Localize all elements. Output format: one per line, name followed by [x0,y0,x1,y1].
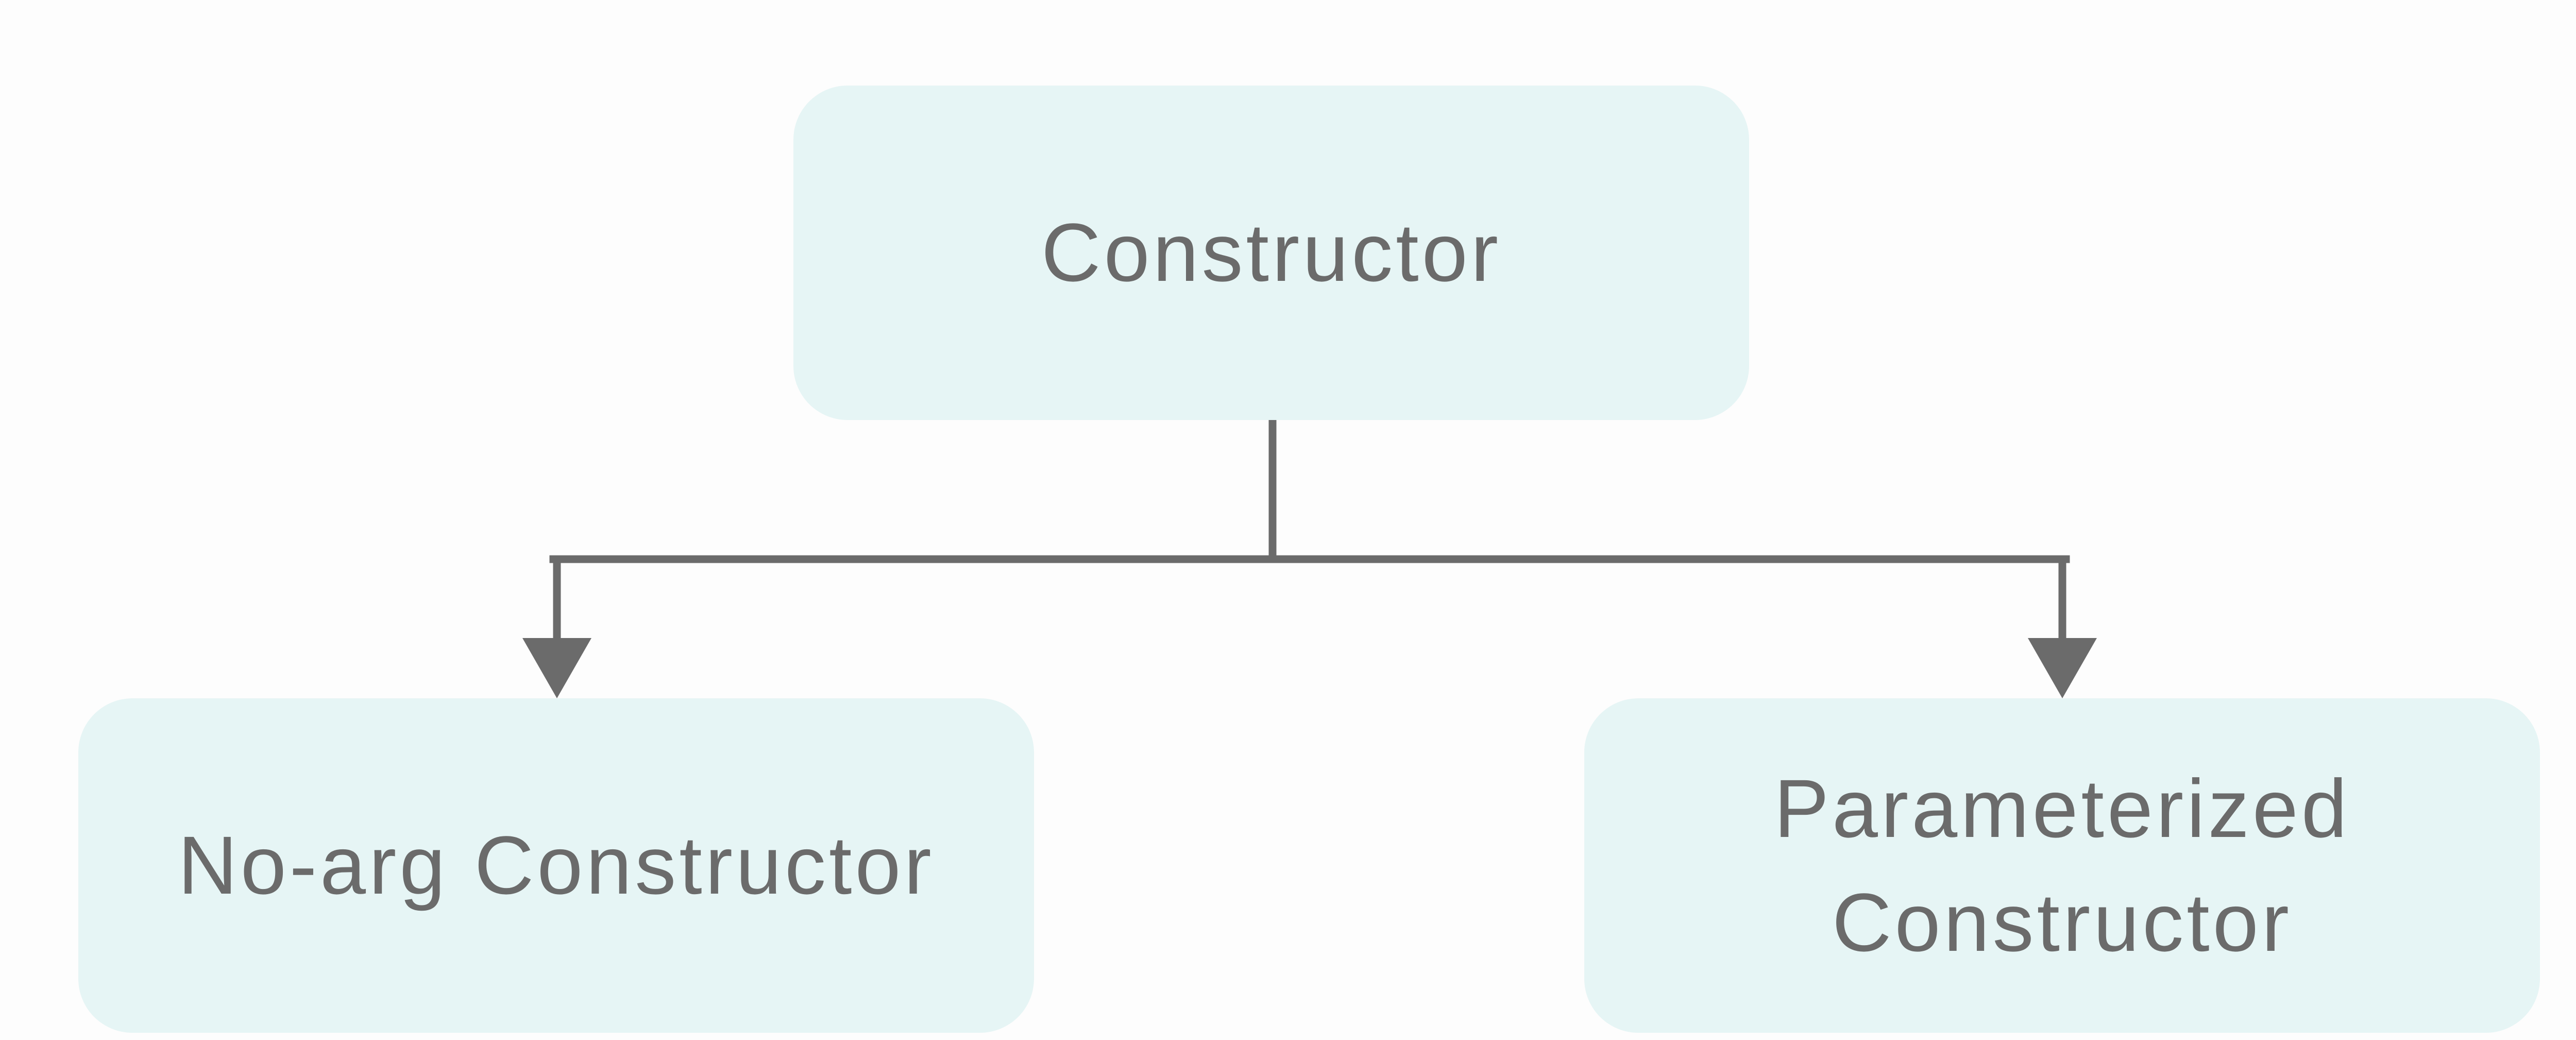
child-node-label: No-arg Constructor [178,819,935,912]
root-node-label: Constructor [1041,206,1501,299]
right-arrowhead-icon [2028,638,2097,698]
child-node-no-arg-constructor: No-arg Constructor [78,698,1034,1033]
child-node-label: Parameterized Constructor [1774,762,2350,968]
child-node-parameterized-constructor: Parameterized Constructor [1584,698,2540,1033]
root-node-constructor: Constructor [793,86,1749,420]
left-arrowhead-icon [522,638,591,698]
